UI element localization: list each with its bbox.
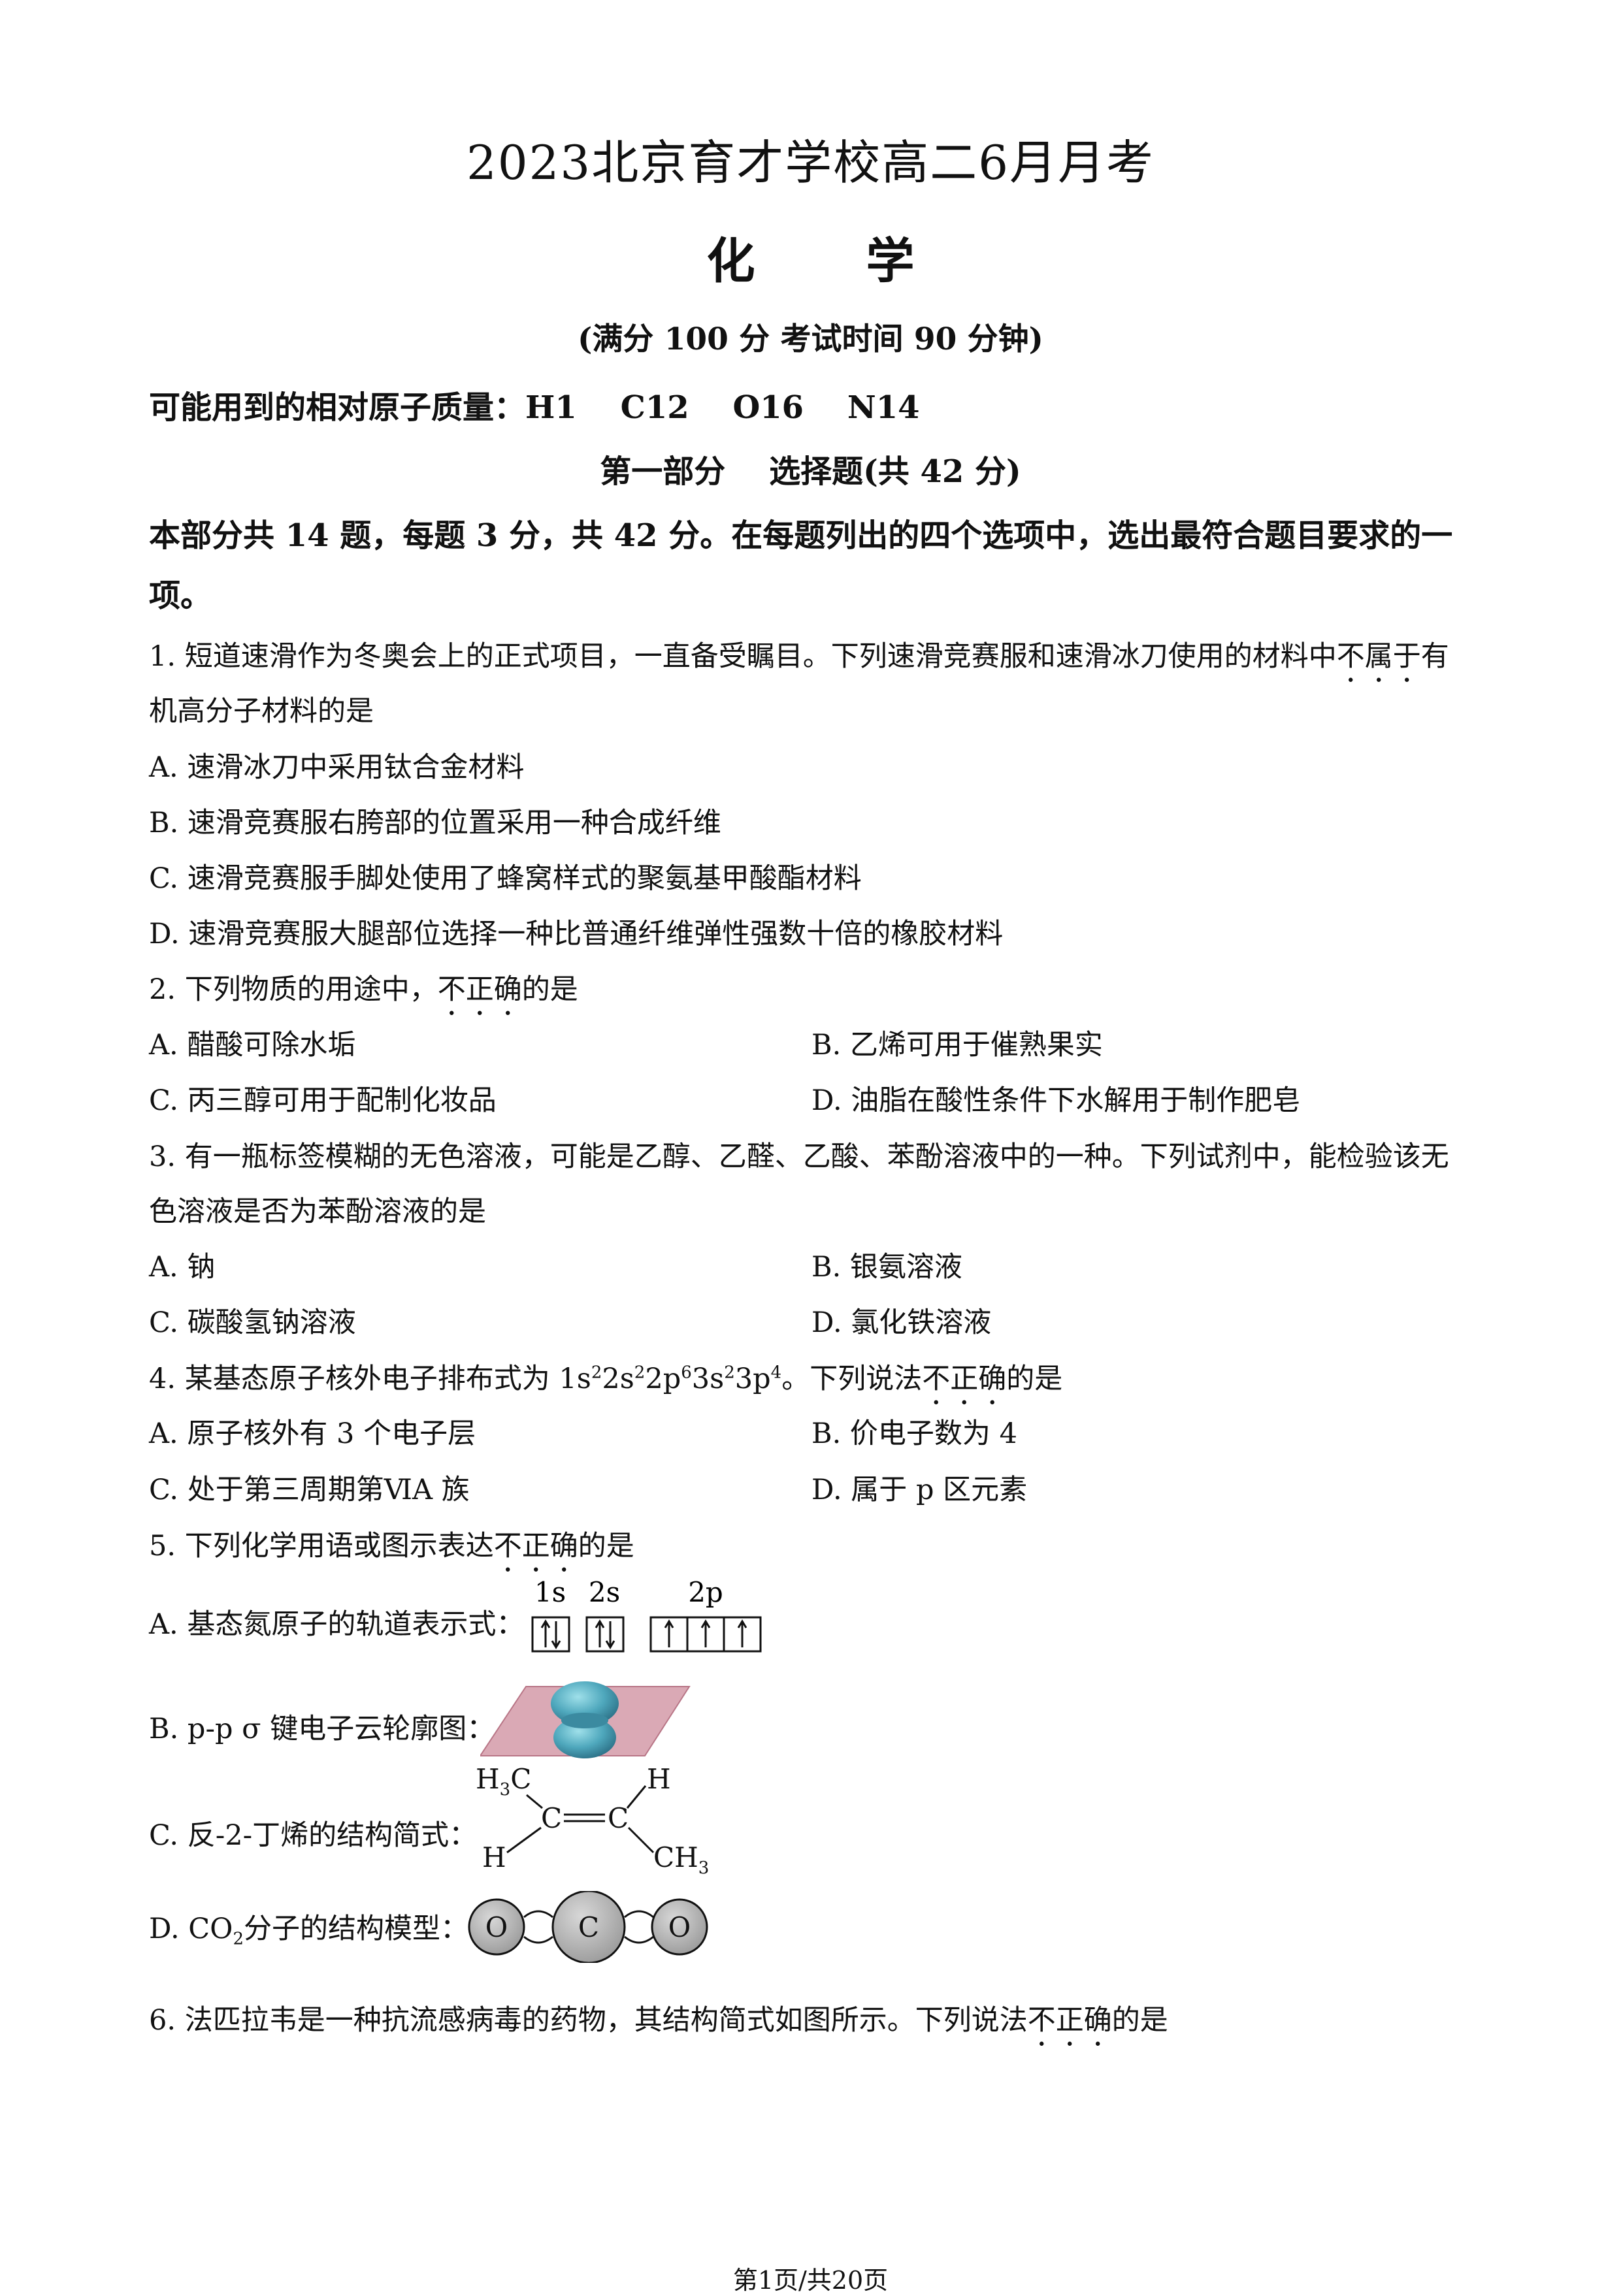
q4-option-a: A. 原子核外有 3 个电子层 (149, 1417, 476, 1450)
q1-option-c: C. 速滑竞赛服手脚处使用了蜂窝样式的聚氨基甲酸酯材料 (149, 862, 862, 895)
q4-option-d: D. 属于 p 区元素 (811, 1474, 1028, 1506)
q2-option-d: D. 油脂在酸性条件下水解用于制作肥皂 (811, 1084, 1301, 1117)
q2-option-a: A. 醋酸可除水垢 (149, 1029, 356, 1061)
q6-stem-tail: 的是 (1111, 2004, 1168, 2037)
hydrogen-left: H (482, 1841, 506, 1873)
page-number: 第1页/共20页 (732, 2266, 889, 2295)
q4-stem-text: 4. 某基态原子核外电子排布式为 (149, 1363, 559, 1395)
orbital-label-2p: 2p (688, 1576, 723, 1608)
q3-option-a: A. 钠 (149, 1251, 216, 1284)
structure-bonds (506, 1785, 655, 1854)
q1-emphasis: 不属于 (1336, 640, 1421, 673)
q4-option-c: C. 处于第三周期第ⅥA 族 (149, 1474, 470, 1506)
config-3s-exp: 2 (724, 1363, 735, 1383)
q5-option-d-tail: 分子的结构模型： (243, 1913, 468, 1945)
q5-option-a: A. 基态氮原子的轨道表示式： (149, 1608, 525, 1641)
carbon-right: C (608, 1802, 629, 1834)
atomic-masses-values: H1 C12 O16 N14 (525, 389, 920, 426)
q3-option-c: C. 碳酸氢钠溶液 (149, 1306, 356, 1339)
co2-ball-model: O C O (468, 1891, 708, 1963)
h3c-group: H3C (476, 1763, 531, 1800)
q3-stem-line1: 3. 有一瓶标签模糊的无色溶液，可能是乙醇、乙醛、乙酸、苯酚溶液中的一种。下列试… (149, 1140, 1449, 1173)
config-3s: 3s (691, 1363, 725, 1395)
subject-title: 化学 (706, 233, 1026, 289)
exam-title: 2023北京育才学校高二6月月考 (466, 135, 1155, 190)
q2-option-b: B. 乙烯可用于催熟果实 (811, 1029, 1103, 1061)
config-1s: 1s (559, 1363, 591, 1395)
ch3-group: CH3 (653, 1841, 709, 1878)
q6-stem: 6. 法匹拉韦是一种抗流感病毒的药物，其结构简式如图所示。下列说法不正确的是 (149, 1997, 1168, 2053)
q5-stem-tail: 的是 (578, 1530, 634, 1562)
q3-option-d: D. 氯化铁溶液 (811, 1306, 992, 1339)
config-3p: 3p (734, 1363, 771, 1395)
oxygen-label-right: O (668, 1911, 691, 1943)
carbon-label: C (578, 1911, 599, 1943)
q5-option-b: B. p-p σ 键电子云轮廓图： (149, 1713, 495, 1745)
q6-emphasis: 不正确 (1027, 2004, 1112, 2037)
section-instruction-line1: 本部分共 14 题，每题 3 分，共 42 分。在每题列出的四个选项中，选出最符… (149, 517, 1453, 554)
q1-option-d: D. 速滑竞赛服大腿部位选择一种比普通纤维弹性强数十倍的橡胶材料 (149, 918, 1004, 950)
q3-stem-line2: 色溶液是否为苯酚溶液的是 (149, 1195, 486, 1228)
q4-stem: 4. 某基态原子核外电子排布式为 1s22s22p63s23p4。下列说法不正确… (149, 1356, 1062, 1412)
q2-stem-text: 2. 下列物质的用途中， (149, 973, 438, 1006)
oxygen-atom-right (651, 1898, 708, 1956)
orbital-box-1s (531, 1616, 570, 1653)
q5-option-d: D. CO2分子的结构模型： (149, 1906, 468, 1949)
q2-emphasis: 不正确 (437, 973, 522, 1006)
orbital-box-2p (649, 1616, 762, 1653)
atomic-masses-label: 可能用到的相对原子质量： (149, 389, 526, 426)
config-1s-exp: 2 (591, 1363, 602, 1383)
oxygen-atom-left (468, 1898, 525, 1956)
q6-stem-text: 6. 法匹拉韦是一种抗流感病毒的药物，其结构简式如图所示。下列说法 (149, 2004, 1028, 2037)
config-2p-exp: 6 (681, 1363, 692, 1383)
q1-stem-line1: 1. 短道速滑作为冬奥会上的正式项目，一直备受瞩目。下列速滑竞赛服和速滑冰刀使用… (149, 634, 1449, 689)
electron-configuration: 1s22s22p63s23p4 (559, 1363, 781, 1395)
q5-option-d-text: D. CO (149, 1913, 233, 1945)
orbital-label-1s: 1s (534, 1576, 566, 1608)
q3-option-b: B. 银氨溶液 (811, 1251, 962, 1284)
section-instruction-line2: 项。 (149, 577, 212, 614)
q5-stem-text: 5. 下列化学用语或图示表达 (149, 1530, 494, 1562)
config-2s-exp: 2 (634, 1363, 646, 1383)
orbital-box-2s (585, 1616, 625, 1653)
carbon-atom (551, 1891, 626, 1963)
sigma-bond-cloud-image (480, 1681, 691, 1758)
q1-option-a: A. 速滑冰刀中采用钛合金材料 (149, 751, 525, 784)
q5-stem: 5. 下列化学用语或图示表达不正确的是 (149, 1523, 634, 1579)
hydrogen-right: H (647, 1763, 671, 1795)
q4-emphasis: 不正确 (922, 1363, 1007, 1395)
config-3p-exp: 4 (770, 1363, 782, 1383)
q4-stem-tail: 的是 (1006, 1363, 1063, 1395)
q1-stem-tail: 有 (1420, 640, 1449, 673)
config-2p: 2p (645, 1363, 681, 1395)
trans-2-butene-structure: H3C C C H H CH3 (476, 1763, 709, 1878)
exam-meta: (满分 100 分 考试时间 90 分钟) (578, 321, 1043, 357)
q1-stem-text: 1. 短道速滑作为冬奥会上的正式项目，一直备受瞩目。下列速滑竞赛服和速滑冰刀使用… (149, 640, 1337, 673)
oxygen-label-left: O (485, 1911, 508, 1943)
q2-option-c: C. 丙三醇可用于配制化妆品 (149, 1084, 497, 1117)
orbital-label-2s: 2s (589, 1576, 620, 1608)
q2-stem: 2. 下列物质的用途中，不正确的是 (149, 967, 578, 1022)
nitrogen-orbital-diagram: 1s 2s 2p (531, 1576, 762, 1653)
q2-stem-tail: 的是 (521, 973, 578, 1006)
section-title: 第一部分 选择题(共 42 分) (600, 453, 1021, 490)
q4-option-b: B. 价电子数为 4 (811, 1417, 1017, 1450)
q5-option-c: C. 反-2-丁烯的结构简式： (149, 1819, 478, 1852)
atomic-masses: 可能用到的相对原子质量：H1 C12 O16 N14 (149, 381, 920, 427)
q4-stem-mid: 。下列说法 (781, 1363, 923, 1395)
q1-stem-line2: 机高分子材料的是 (149, 695, 374, 728)
co2-subscript: 2 (233, 1929, 244, 1949)
q1-option-b: B. 速滑竞赛服右胯部的位置采用一种合成纤维 (149, 807, 721, 839)
config-2s: 2s (602, 1363, 634, 1395)
carbon-left: C (541, 1802, 562, 1834)
q5-emphasis: 不正确 (493, 1530, 578, 1562)
